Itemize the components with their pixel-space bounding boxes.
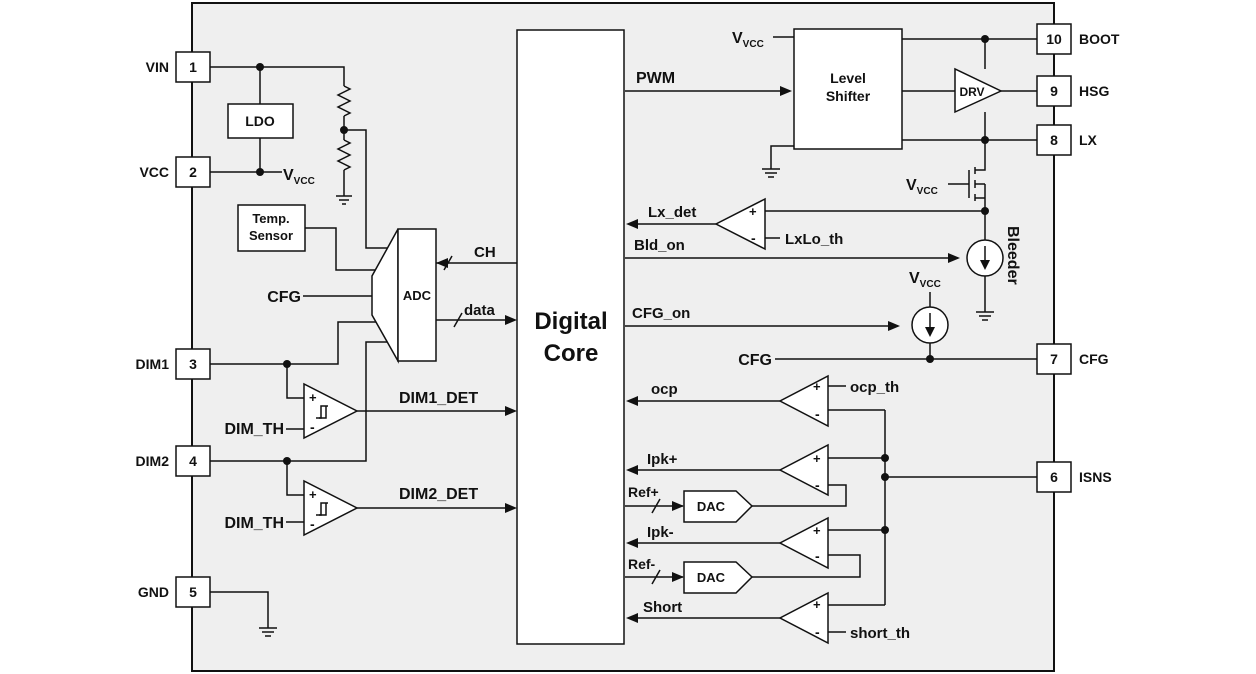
dim1-comp-plus: + [309, 390, 317, 405]
pin-4-name: DIM2 [136, 453, 170, 469]
label-bleeder: Bleeder [1004, 226, 1021, 285]
adc-block [397, 228, 437, 362]
resistor-divider [336, 85, 352, 171]
pin-5-num: 5 [189, 584, 197, 600]
label-ocp: ocp [651, 381, 678, 398]
vcc-label-mosfet: VVCC [906, 177, 938, 197]
wires [210, 36, 1037, 637]
pin-1-name: VIN [146, 59, 169, 75]
short-comp-plus: + [813, 597, 821, 612]
pin-8-name: LX [1079, 132, 1098, 148]
temp-sensor-block [237, 204, 306, 252]
pin-1-num: 1 [189, 59, 197, 75]
label-ch: CH [474, 244, 496, 261]
label-bld-on: Bld_on [634, 237, 685, 254]
label-cfg-pin: CFG [738, 352, 772, 369]
label-ref-minus: Ref- [628, 556, 656, 572]
core-label-2: Core [544, 340, 599, 367]
pin-6-name: ISNS [1079, 469, 1112, 485]
dim1-comparator [303, 382, 359, 440]
ocp-comp-plus: + [813, 379, 821, 394]
pin-5-name: GND [138, 584, 169, 600]
label-lx-det: Lx_det [648, 204, 696, 221]
pins-right: 6 ISNS 7 CFG 8 LX 9 HSG 10 BOOT [1036, 23, 1120, 493]
temp-label-2: Sensor [249, 228, 293, 243]
adc-label: ADC [403, 288, 432, 303]
arrows [436, 86, 960, 623]
label-short: Short [643, 599, 682, 616]
pin-10-num: 10 [1046, 31, 1062, 47]
pin-6-num: 6 [1050, 469, 1058, 485]
short-comparator [778, 591, 829, 645]
pin-10-name: BOOT [1079, 31, 1120, 47]
pin-7-num: 7 [1050, 351, 1058, 367]
label-data: data [464, 302, 496, 319]
pins-left: 1 VIN 2 VCC 3 DIM1 4 DIM2 5 GND [136, 51, 211, 608]
label-lxlo-th: LxLo_th [785, 231, 843, 248]
label-ipk-minus: Ipk- [647, 524, 674, 541]
pin-8-num: 8 [1050, 132, 1058, 148]
label-short-th: short_th [850, 625, 910, 642]
pin-2-name: VCC [139, 164, 169, 180]
lx-det-comparator [714, 197, 766, 251]
junctions [256, 35, 989, 534]
pin-3-num: 3 [189, 356, 197, 372]
label-dim2-det: DIM2_DET [399, 486, 478, 503]
level-label-1: Level [830, 70, 866, 86]
ipk-plus-comparator [778, 443, 829, 497]
temp-label-1: Temp. [252, 211, 289, 226]
pin-7-name: CFG [1079, 351, 1109, 367]
pin-2-num: 2 [189, 164, 197, 180]
short-comp-minus: - [815, 624, 820, 640]
ldo-label: LDO [245, 113, 275, 129]
signal-labels: VVCC VVCC VVCC VVCC CFG CH data DIM_TH D… [224, 30, 1021, 642]
ipkm-comp-plus: + [813, 523, 821, 538]
dac-ref-minus [683, 561, 754, 594]
dac-ref-plus [683, 490, 754, 523]
ipk-minus-comparator [778, 516, 829, 570]
core-label-1: Digital [534, 308, 607, 335]
vcc-label-ldo: VVCC [283, 167, 315, 187]
label-ipk-plus: Ipk+ [647, 451, 678, 468]
pin-3-name: DIM1 [136, 356, 170, 372]
label-cfg-input: CFG [267, 289, 301, 306]
ocp-comp-minus: - [815, 406, 820, 422]
drv-buffer [954, 67, 1003, 114]
label-dim-th-2: DIM_TH [224, 515, 284, 532]
ipkp-comp-minus: - [815, 477, 820, 493]
label-ref-plus: Ref+ [628, 484, 659, 500]
digital-core [516, 29, 625, 645]
pin-9-name: HSG [1079, 83, 1109, 99]
lx-comp-plus: + [749, 204, 757, 219]
lx-comp-minus: - [751, 230, 756, 246]
ipkp-comp-plus: + [813, 451, 821, 466]
dim2-comp-plus: + [309, 487, 317, 502]
label-ocp-th: ocp_th [850, 379, 899, 396]
dim2-comparator [303, 479, 359, 537]
label-cfg-on: CFG_on [632, 305, 690, 322]
level-label-2: Shifter [826, 88, 871, 104]
vcc-label-cfg: VVCC [909, 270, 941, 290]
ipkm-comp-minus: - [815, 548, 820, 564]
pin-9-num: 9 [1050, 83, 1058, 99]
pin-4-num: 4 [189, 453, 197, 469]
label-pwm: PWM [636, 70, 675, 87]
label-dim1-det: DIM1_DET [399, 390, 478, 407]
vcc-label-level: VVCC [732, 30, 764, 50]
dim1-comp-minus: - [310, 419, 315, 435]
dac-plus-label: DAC [697, 499, 726, 514]
label-dim-th-1: DIM_TH [224, 421, 284, 438]
ocp-comparator [778, 374, 829, 428]
level-shifter-block [793, 28, 903, 150]
dac-minus-label: DAC [697, 570, 726, 585]
drv-label: DRV [959, 85, 984, 99]
ldo-block [227, 103, 294, 139]
dim2-comp-minus: - [310, 516, 315, 532]
